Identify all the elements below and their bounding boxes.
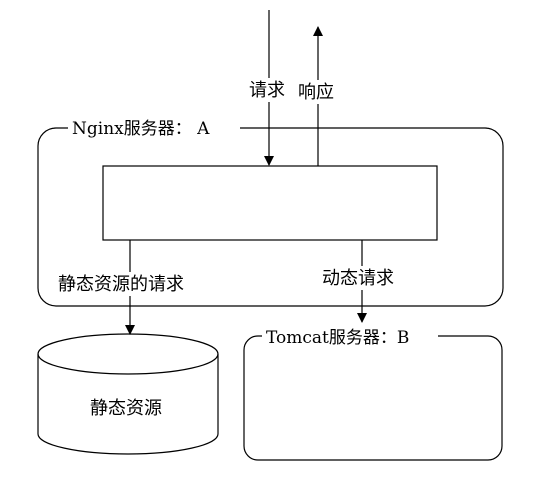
- nginx-title-gap: [68, 118, 240, 138]
- response-label-gap: [296, 80, 340, 104]
- cylinder-top: [37, 333, 219, 375]
- cylinder-body: [37, 354, 219, 455]
- nginx-inner-box: [102, 165, 438, 241]
- request-label: 请求: [249, 80, 285, 101]
- static-resource-label: 静态资源: [90, 398, 162, 419]
- static-request-label-gap: [56, 272, 206, 296]
- nginx-server-box: [37, 127, 504, 307]
- static-resource-cylinder: [37, 333, 219, 455]
- tomcat-server-title: Tomcat服务器：B: [266, 328, 409, 348]
- dynamic-request-label-gap: [318, 266, 412, 290]
- response-label: 响应: [298, 82, 334, 103]
- tomcat-title-gap: [262, 326, 438, 346]
- request-label-gap: [247, 78, 291, 102]
- tomcat-server-box: [243, 335, 503, 461]
- static-request-label: 静态资源的请求: [58, 274, 184, 295]
- nginx-server-title: Nginx服务器： A: [72, 119, 210, 139]
- dynamic-request-label: 动态请求: [322, 268, 394, 289]
